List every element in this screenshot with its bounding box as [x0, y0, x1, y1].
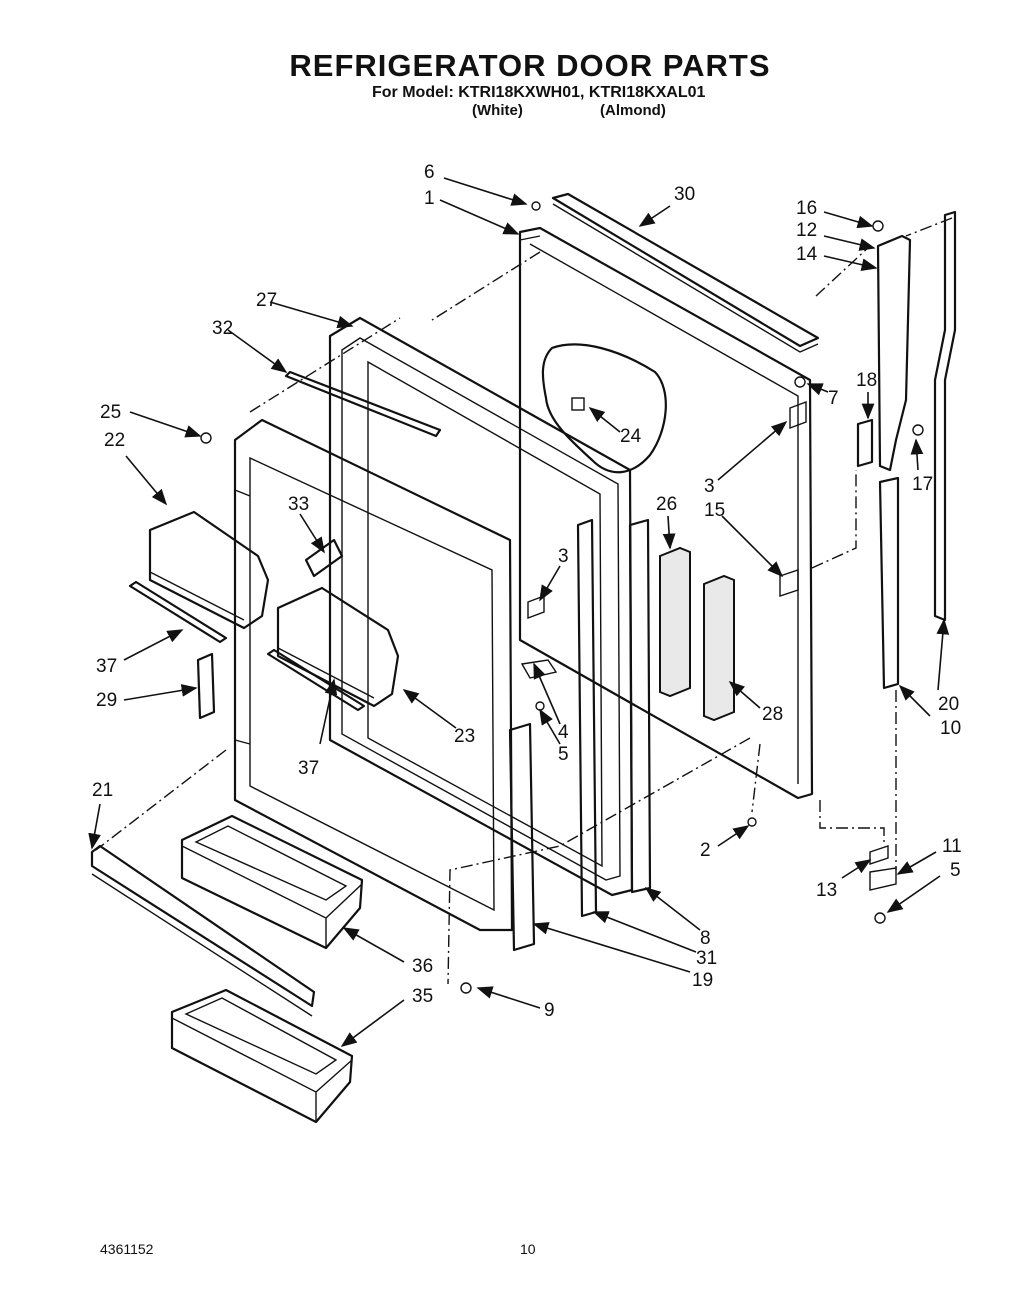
callout-13: 13	[816, 880, 837, 901]
callout-1: 1	[424, 188, 435, 209]
side-strip-part-8	[628, 518, 652, 894]
callout-10-upper: 10	[940, 718, 961, 739]
callout-15: 15	[704, 500, 725, 521]
callout-37-left: 37	[96, 656, 117, 677]
inner-door-liner	[233, 418, 514, 932]
callout-28: 28	[762, 704, 783, 725]
callout-16: 16	[796, 198, 817, 219]
callout-33: 33	[288, 494, 309, 515]
callout-5-center: 5	[558, 744, 569, 765]
callout-25: 25	[100, 402, 121, 423]
callout-21: 21	[92, 780, 113, 801]
callout-3-right: 3	[704, 476, 715, 497]
callout-35: 35	[412, 986, 433, 1007]
model-line: For Model: KTRI18KXWH01, KTRI18KXAL01	[372, 84, 706, 101]
cap-part-18	[856, 418, 874, 468]
hinge-rail-part-20	[933, 210, 957, 622]
variant-almond-label: (Almond)	[600, 102, 666, 119]
door-bin-part-35	[170, 988, 354, 1124]
document-number: 4361152	[100, 1241, 154, 1257]
callout-23: 23	[454, 726, 475, 747]
side-strip-part-31	[576, 518, 598, 918]
callout-17: 17	[912, 474, 933, 495]
callout-11: 11	[942, 836, 962, 857]
variant-white-label: (White)	[472, 102, 523, 119]
callout-12: 12	[796, 220, 817, 241]
side-strip-part-19	[508, 722, 536, 952]
callout-labels: 6 1 30 16 12 14 7 18 17 24 3 15 26 28 27…	[92, 162, 962, 1021]
rod-part-32	[284, 370, 442, 438]
page-title: REFRIGERATOR DOOR PARTS	[289, 48, 771, 83]
callout-30: 30	[674, 184, 695, 205]
callout-29: 29	[96, 690, 117, 711]
page-number: 10	[520, 1241, 536, 1257]
callout-5-right: 5	[950, 860, 961, 881]
hinge-bracket-part-12	[876, 234, 912, 472]
shelf-bar-part-22	[148, 510, 270, 630]
callout-7: 7	[828, 388, 839, 409]
callout-14: 14	[796, 244, 818, 265]
outer-door-panel	[518, 226, 814, 800]
retainer-part-37-upper	[128, 580, 228, 644]
leader-arrows	[88, 177, 950, 1047]
hardware-screws	[200, 201, 924, 994]
shelf-bar-part-23	[276, 586, 400, 708]
callout-27: 27	[256, 290, 277, 311]
assembly-lines	[95, 217, 953, 985]
callout-37-center: 37	[298, 758, 319, 779]
door-bin-part-36	[180, 814, 364, 950]
callout-32: 32	[212, 318, 233, 339]
callout-3-center: 3	[558, 546, 569, 567]
callout-26: 26	[656, 494, 677, 515]
support-part-33	[304, 538, 344, 578]
callout-4: 4	[558, 722, 569, 743]
foam-insulation-part-24	[541, 343, 667, 474]
callout-31: 31	[696, 948, 717, 969]
callout-36: 36	[412, 956, 433, 977]
callout-8: 8	[700, 928, 711, 949]
bottom-rail-part-21	[90, 844, 316, 1017]
bracket-part-29	[196, 652, 216, 720]
foam-block-part-28	[703, 574, 735, 722]
callout-22: 22	[104, 430, 125, 451]
foam-block-part-26	[659, 546, 691, 698]
handle-part-10	[878, 476, 900, 690]
callout-18: 18	[856, 370, 877, 391]
callout-9: 9	[544, 1000, 555, 1021]
top-trim-part-30	[551, 192, 820, 353]
callout-2: 2	[700, 840, 711, 861]
callout-24: 24	[620, 426, 642, 447]
callout-6: 6	[424, 162, 435, 183]
callout-19: 19	[692, 970, 713, 991]
callout-20: 20	[938, 694, 959, 715]
